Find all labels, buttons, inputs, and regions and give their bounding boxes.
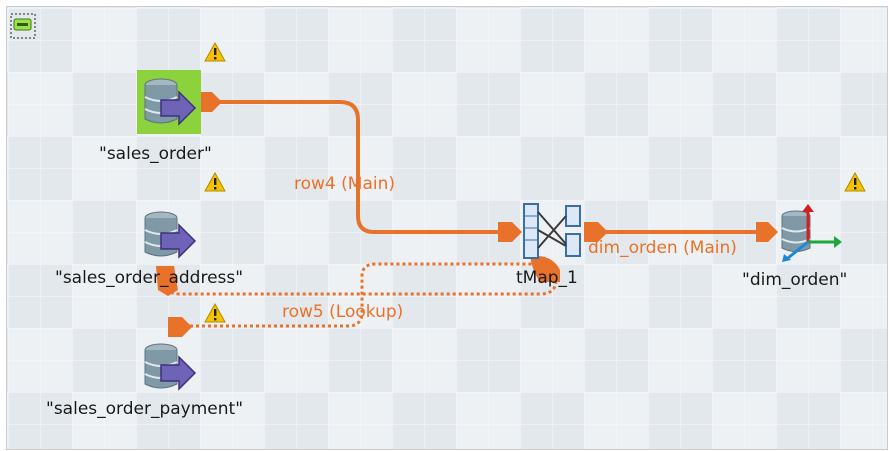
row4-link-label[interactable]: row4 (Main): [294, 174, 395, 194]
dim-orden-component[interactable]: [776, 204, 846, 264]
tmap-label: tMap_1: [516, 268, 578, 288]
database-input-icon: [144, 211, 197, 259]
warning-icon: [204, 172, 226, 192]
sales-order-component[interactable]: [137, 70, 201, 134]
database-output-icon: [781, 204, 842, 262]
sales-order-label: "sales_order": [99, 144, 212, 164]
database-input-icon: [144, 78, 197, 126]
warning-icon: [204, 303, 226, 323]
sales-order-payment-component[interactable]: [137, 340, 201, 396]
warning-icon: [844, 172, 866, 192]
link-row5: [184, 262, 548, 328]
tmap-component[interactable]: [520, 202, 584, 262]
sales-order-address-component[interactable]: [137, 208, 201, 264]
sales-order-address-label: "sales_order_address": [55, 268, 244, 288]
row5-link-label[interactable]: row5 (Lookup): [282, 302, 404, 322]
canvas-border: [6, 6, 888, 450]
dim-orden-label: "dim_orden": [742, 270, 848, 290]
collapse-toggle-icon[interactable]: [10, 13, 36, 39]
warning-icon: [204, 42, 226, 62]
link-row4: [205, 100, 512, 234]
database-input-icon: [144, 343, 197, 391]
tmap-icon: [523, 203, 581, 259]
sales-order-payment-label: "sales_order_payment": [46, 399, 244, 419]
dim-orden-link-label[interactable]: dim_orden (Main): [588, 238, 737, 258]
